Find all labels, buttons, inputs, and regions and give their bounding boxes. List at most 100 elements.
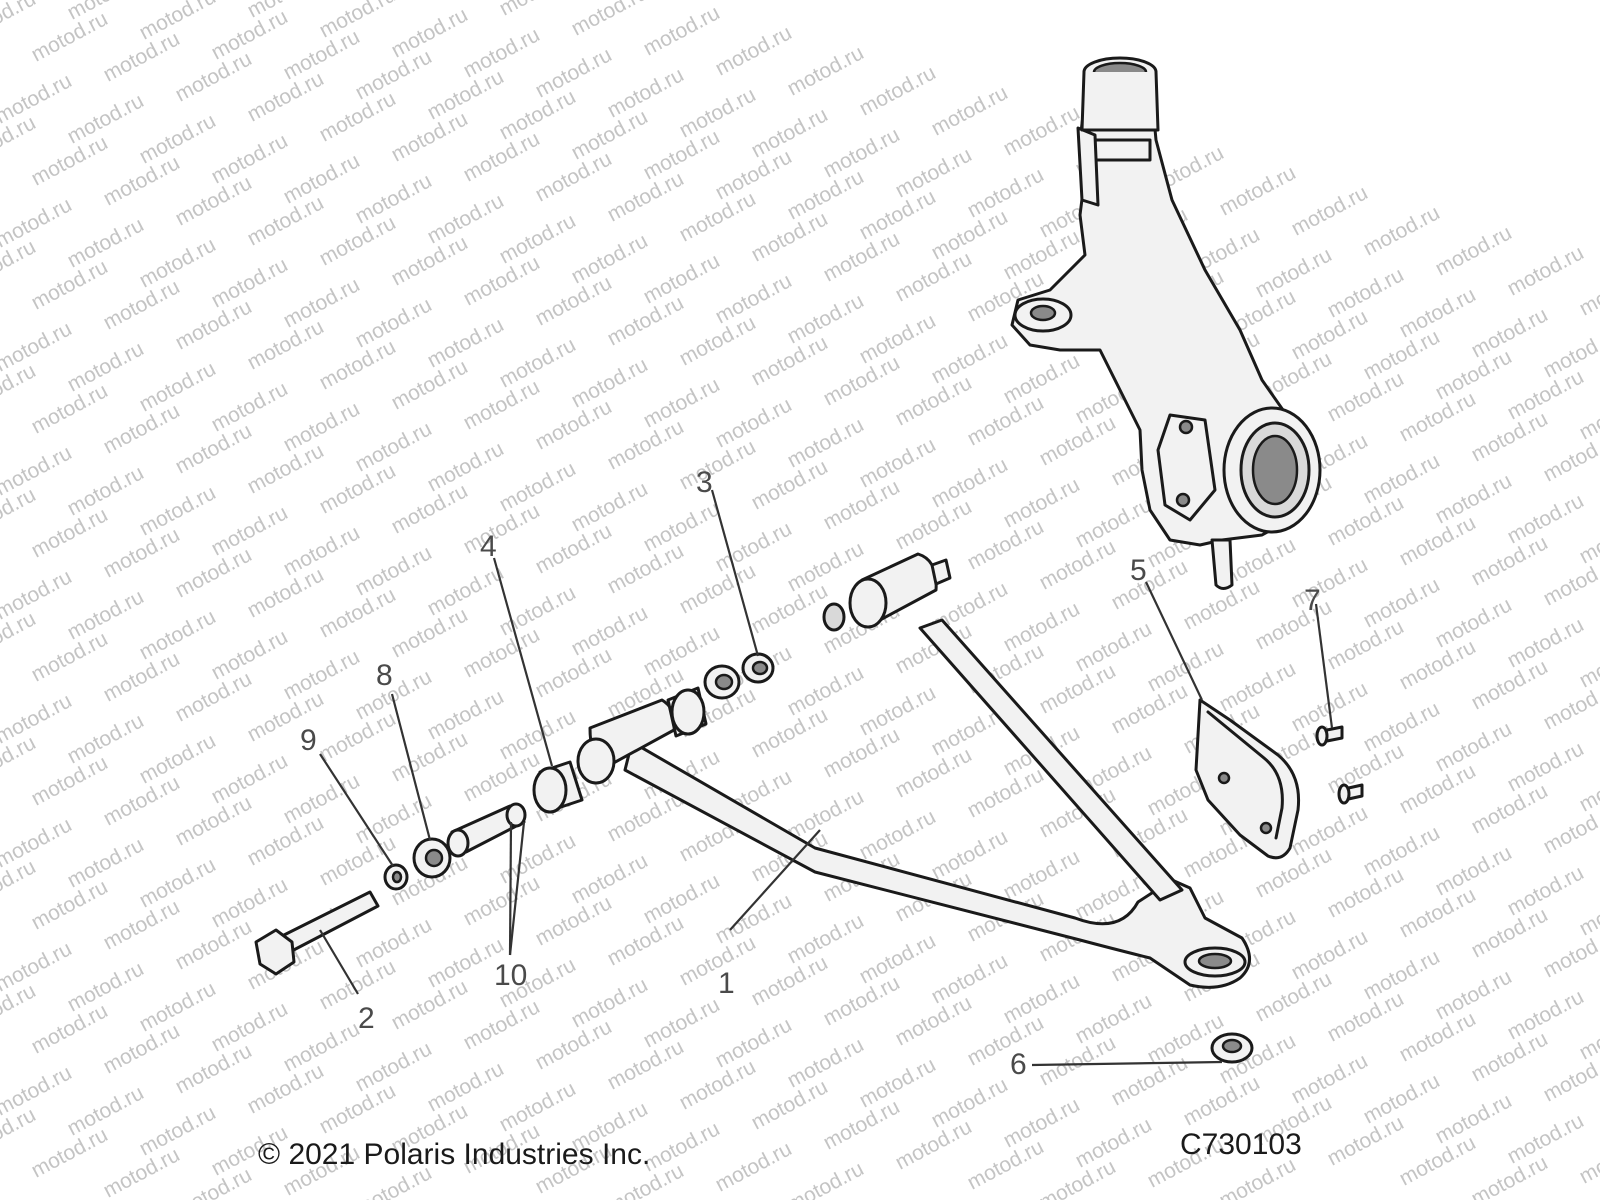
watermark-text: motod.ru [1360, 1069, 1444, 1128]
watermark-text: motod.ru [568, 353, 652, 412]
watermark-text: motod.ru [568, 477, 652, 536]
watermark-text: motod.ru [1072, 617, 1156, 676]
callout-3: 3 [696, 466, 713, 499]
watermark-text: motod.ru [352, 789, 436, 848]
watermark-text: motod.ru [820, 123, 904, 182]
watermark-text: motod.ru [1216, 657, 1300, 716]
watermark-text: motod.ru [280, 397, 364, 456]
watermark-text: motod.ru [1000, 473, 1084, 532]
watermark-text: motod.ru [1504, 737, 1588, 796]
watermark-text: motod.ru [712, 517, 796, 576]
watermark-text: motod.ru [64, 213, 148, 272]
callout-4: 4 [480, 530, 497, 563]
watermark-text: motod.ru [1288, 181, 1372, 240]
watermark-text: motod.ru [1000, 349, 1084, 408]
watermark-text: motod.ru [136, 481, 220, 540]
watermark-text: motod.ru [1360, 201, 1444, 260]
watermark-text: motod.ru [1504, 985, 1588, 1044]
watermark-text: motod.ru [1252, 243, 1336, 302]
watermark-text: motod.ru [1432, 593, 1516, 652]
watermark-text: motod.ru [856, 61, 940, 120]
watermark-text: motod.ru [1360, 449, 1444, 508]
watermark-text: motod.ru [280, 149, 364, 208]
watermark-text: motod.ru [496, 1077, 580, 1136]
watermark-text: motod.ru [352, 417, 436, 476]
watermark-text: motod.ru [424, 1057, 508, 1116]
watermark-text: motod.ru [64, 461, 148, 520]
bushing [412, 837, 452, 879]
watermark-text: motod.ru [1360, 821, 1444, 880]
watermark-text: motod.ru [640, 1, 724, 60]
watermark-text: motod.ru [640, 497, 724, 556]
watermark-text: motod.ru [712, 1137, 796, 1196]
watermark-text: motod.ru [568, 0, 652, 40]
watermark-text: motod.ru [136, 109, 220, 168]
watermark-text: motod.ru [352, 913, 436, 972]
watermark-text: motod.ru [604, 63, 688, 122]
watermark-text: motod.ru [856, 1053, 940, 1112]
watermark-text: motod.ru [784, 289, 868, 348]
watermark-text: motod.ru [568, 601, 652, 660]
screws [1315, 725, 1364, 805]
watermark-text: motod.ru [424, 561, 508, 620]
watermark-text: motod.ru [712, 21, 796, 80]
callout-8: 8 [376, 659, 393, 692]
watermark-text: motod.ru [208, 749, 292, 808]
watermark-text: motod.ru [1396, 283, 1480, 342]
watermark-text: motod.ru [1504, 489, 1588, 548]
watermark-text: motod.ru [856, 433, 940, 492]
watermark-text: motod.ru [1288, 553, 1372, 612]
watermark-text: motod.ru [1432, 841, 1516, 900]
watermark-text: motod.ru [352, 541, 436, 600]
watermark-text: motod.ru [1360, 945, 1444, 1004]
watermark-text: motod.ru [136, 605, 220, 664]
watermark-text: motod.ru [280, 645, 364, 704]
watermark-text: motod.ru [1360, 697, 1444, 756]
watermark-text: motod.ru [1288, 1049, 1372, 1108]
watermark-text: motod.ru [712, 393, 796, 452]
watermark-text: motod.ru [928, 329, 1012, 388]
watermark-text: motod.ru [136, 977, 220, 1036]
watermark-text: motod.ru [424, 313, 508, 372]
watermark-text: motod.ru [1072, 989, 1156, 1048]
watermark-text: motod.ru [64, 709, 148, 768]
watermark-text: motod.ru [352, 665, 436, 724]
watermark-text: motod.ru [1432, 221, 1516, 280]
watermark-text: motod.ru [1576, 261, 1600, 320]
watermark-text: motod.ru [496, 333, 580, 392]
watermark-text: motod.ru [856, 805, 940, 864]
watermark-text: motod.ru [0, 0, 40, 46]
watermark-text: motod.ru [1432, 717, 1516, 776]
watermark-text: motod.ru [1072, 1113, 1156, 1172]
watermark-text: motod.ru [532, 43, 616, 102]
watermark-text: motod.ru [1468, 303, 1552, 362]
watermark-text: motod.ru [640, 993, 724, 1052]
washer [383, 863, 409, 891]
watermark-text: motod.ru [784, 1157, 868, 1200]
watermark-text: motod.ru [784, 41, 868, 100]
watermark-text: motod.ru [856, 681, 940, 740]
figure-code: C730103 [1180, 1128, 1302, 1161]
watermark-text: motod.ru [856, 929, 940, 988]
watermark-text: motod.ru [1504, 241, 1588, 300]
watermark-text: motod.ru [1576, 1129, 1600, 1188]
watermark-text: motod.ru [496, 829, 580, 888]
watermark-text: motod.ru [1000, 969, 1084, 1028]
watermark-text: motod.ru [136, 729, 220, 788]
callout-5: 5 [1130, 554, 1147, 587]
callout-2: 2 [358, 1002, 375, 1035]
leader-lines [319, 489, 1334, 1067]
watermark-text: motod.ru [640, 373, 724, 432]
watermark-text: motod.ru [496, 0, 580, 20]
watermark-text: motod.ru [784, 413, 868, 472]
bolt [254, 890, 380, 976]
watermark-text: motod.ru [568, 973, 652, 1032]
guard-plate [1194, 698, 1301, 860]
watermark-text: motod.ru [1432, 965, 1516, 1024]
watermark-text: motod.ru [784, 661, 868, 720]
watermark-text: motod.ru [1000, 101, 1084, 160]
watermark-text: motod.ru [280, 1017, 364, 1076]
copyright-notice: © 2021 Polaris Industries Inc. [258, 1138, 651, 1171]
